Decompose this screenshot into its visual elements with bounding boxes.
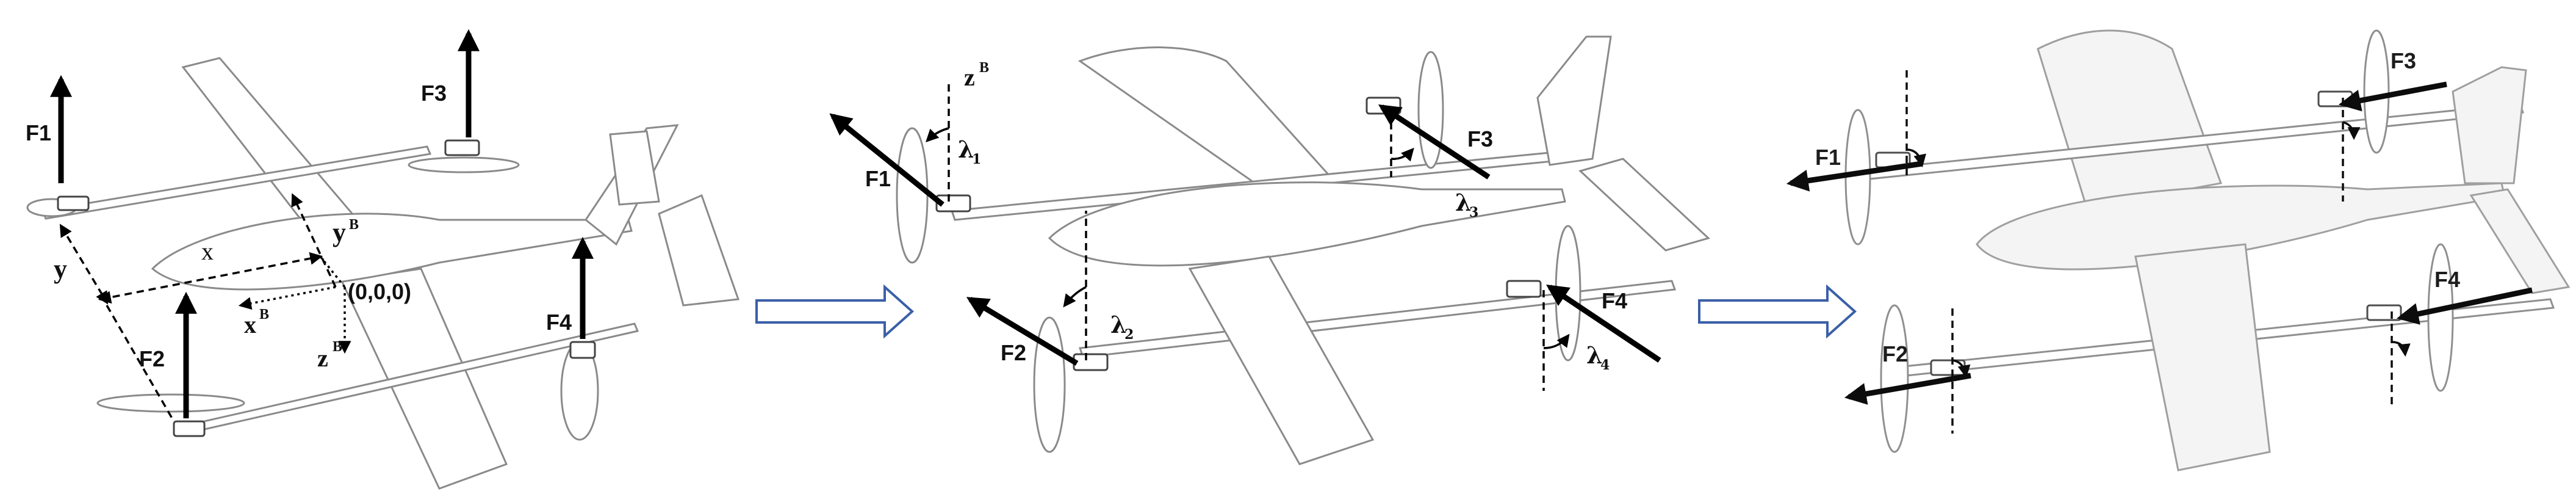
motor-f3 [444, 139, 480, 156]
label-lambda-4-sub: 4 [1600, 357, 1610, 373]
label-f1: F1 [1815, 145, 1841, 170]
motor-f2 [1073, 353, 1109, 371]
force-arrow-f3 [1378, 104, 1491, 180]
label-yb-sup: B [349, 217, 359, 233]
horizontal-tail-bottom [658, 194, 740, 307]
angle-arc-3 [1391, 147, 1414, 162]
propeller-f3 [1417, 51, 1444, 169]
vertical-tail [1536, 35, 1612, 166]
label-lambda-2: λ [1110, 311, 1127, 338]
label-dim-x: x [201, 238, 214, 265]
label-f1: F1 [865, 166, 891, 191]
force-arrow-f1 [829, 113, 944, 207]
fuselage [1048, 181, 1566, 267]
propeller-f1 [896, 127, 929, 264]
axis-yb [291, 193, 337, 288]
angle-arc-1 [926, 127, 949, 142]
label-zb-sup: B [333, 339, 342, 355]
motor-f1 [935, 194, 971, 213]
force-arrow-f3 [2338, 81, 2447, 112]
horizontal-tail [2469, 188, 2571, 294]
motor-f2 [173, 420, 206, 437]
angle-arc-2 [1952, 359, 1971, 379]
label-xb-sup: B [259, 307, 269, 322]
force-arrow-f4 [2396, 287, 2533, 325]
horizontal-tail [1578, 158, 1710, 252]
propeller-f4 [2427, 243, 2454, 392]
label-f3: F3 [1467, 126, 1493, 151]
propeller-f3 [408, 156, 520, 173]
axis-helper [319, 255, 346, 288]
dimension-y-line [59, 224, 109, 305]
label-f4: F4 [546, 310, 572, 335]
transition-arrow-2 [1698, 284, 1857, 339]
force-arrow-f2 [966, 297, 1079, 366]
wing-top [2037, 29, 2223, 209]
angle-arc-2 [1063, 286, 1087, 308]
vertical-tail [2452, 66, 2527, 184]
label-lambda-3-sub: 3 [1469, 205, 1478, 220]
angle-arc-4 [2391, 341, 2411, 357]
force-arrow-f2 [1844, 373, 1971, 405]
angle-arc-3 [2342, 121, 2361, 140]
boom-front-left [41, 145, 432, 220]
label-f2: F2 [1882, 341, 1908, 366]
label-lambda-1: λ [958, 136, 974, 163]
label-yb: y [333, 217, 346, 247]
label-zb-sup: B [979, 60, 989, 76]
label-zb: z [964, 64, 975, 91]
wing-diagonal-line [106, 305, 175, 422]
dimension-x-line [98, 252, 323, 304]
wing-top [1078, 46, 1338, 203]
label-f4: F4 [2434, 267, 2460, 292]
horizontal-tail-top [609, 130, 660, 206]
label-dim-y: y [54, 254, 67, 284]
force-arrow-f4 [1546, 285, 1661, 363]
label-f1: F1 [26, 120, 51, 145]
label-lambda-1-sub: 1 [972, 151, 981, 167]
wing-bottom [1188, 255, 1375, 465]
label-f2: F2 [139, 346, 165, 371]
axis-xb [238, 286, 336, 310]
motor-f4 [569, 341, 596, 359]
label-f3: F3 [2391, 48, 2416, 73]
panel-cruise: F1 F2 F3 F4 [1786, 29, 2571, 471]
label-lambda-4: λ [1586, 341, 1603, 369]
angle-arc-4 [1543, 333, 1570, 349]
label-zb: z [317, 344, 328, 372]
label-lambda-3: λ [1455, 189, 1472, 216]
propeller-f2 [1880, 304, 1909, 453]
label-xb: x [244, 311, 256, 338]
label-f3: F3 [421, 81, 447, 106]
motor-f1 [57, 195, 90, 211]
label-lambda-2-sub: 2 [1124, 327, 1134, 343]
label-f2: F2 [1001, 340, 1026, 365]
boom-rear-left [1078, 280, 1677, 358]
label-origin: (0,0,0) [348, 279, 411, 304]
motor-f4 [2366, 304, 2402, 321]
wing-bottom [2134, 243, 2271, 471]
propeller-f3 [2363, 29, 2390, 154]
panel-transition: F1 F2 F3 F4 z B λ 1 λ 2 λ 3 λ 4 [829, 35, 1710, 465]
panel-hover: F1 F2 F3 F4 x y x B y B z B (0,0,0) [26, 29, 740, 490]
propeller-f2 [96, 393, 245, 413]
transition-arrow-1 [755, 284, 915, 339]
motor-f4 [1506, 280, 1542, 298]
label-f4: F4 [1602, 288, 1627, 313]
force-arrow-f1 [1786, 161, 1923, 192]
